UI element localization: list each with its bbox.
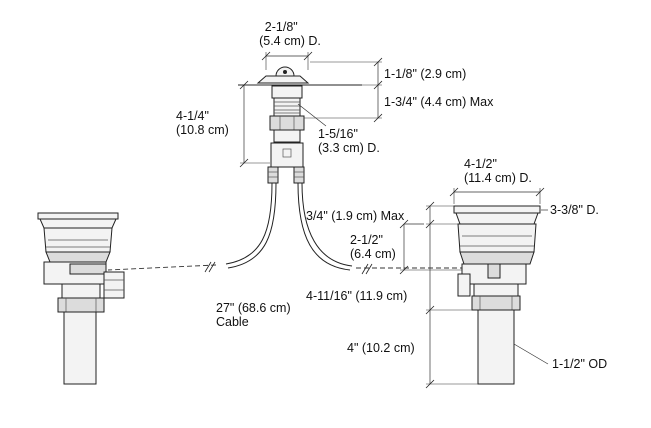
tailpiece-od-label: 1-1/2" OD: [552, 357, 607, 371]
actuator-max-label: 1-3/4" (4.4 cm) Max: [384, 95, 494, 109]
strainer-diameter-label: 4-1/2" (11.4 cm) D.: [464, 157, 532, 185]
actuator-total-label: 4-1/4" (10.8 cm): [176, 109, 229, 137]
actuator-diameter-label: 2-1/8" (5.4 cm) D.: [259, 20, 321, 48]
actuator-dimensions: [239, 51, 383, 168]
left-strainer: [37, 212, 125, 385]
flange-max-label: 3/4" (1.9 cm) Max: [306, 209, 405, 223]
body-depth-label: 2-1/2" (6.4 cm): [350, 233, 396, 261]
actuator-height-label: 1-1/8" (2.9 cm): [384, 67, 466, 81]
tailpiece-label: 4" (10.2 cm): [347, 341, 415, 355]
cables: [107, 182, 462, 275]
right-strainer: [453, 205, 541, 385]
actuator-body-diameter-label: 1-5/16" (3.3 cm) D.: [318, 127, 380, 155]
cable-depth-label: 4-11/16" (11.9 cm): [306, 289, 407, 303]
strainer-dimensions: [399, 187, 549, 389]
actuator-assembly: [238, 66, 362, 184]
cable-label: 27" (68.6 cm) Cable: [216, 301, 294, 329]
flange-diameter-label: 3-3/8" D.: [550, 203, 599, 217]
